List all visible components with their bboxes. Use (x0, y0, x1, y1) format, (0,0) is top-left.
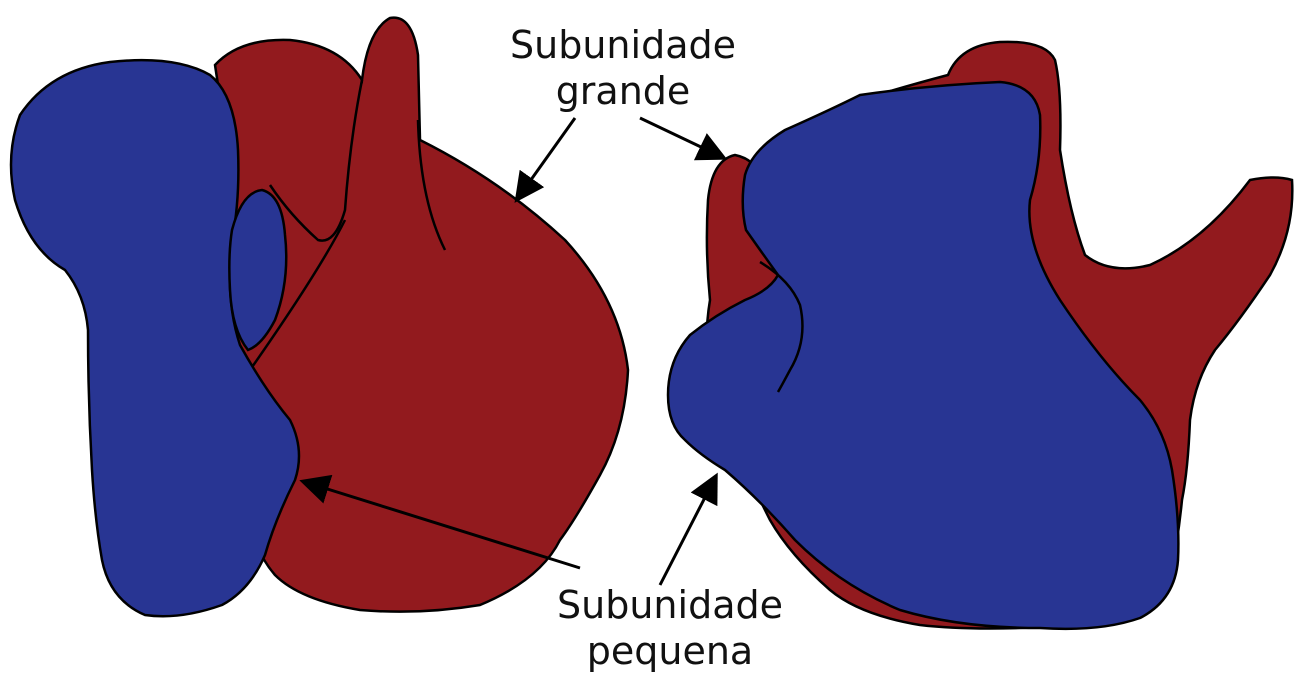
label-large-subunit-line1: Subunidade (508, 22, 738, 68)
label-small-subunit-line2: pequena (550, 628, 790, 674)
label-large-subunit: Subunidade grande (508, 22, 738, 114)
arrow-large-right (640, 118, 722, 157)
arrow-small-right (660, 478, 715, 585)
label-small-subunit-line1: Subunidade (550, 582, 790, 628)
arrow-large-left (518, 118, 575, 198)
label-small-subunit: Subunidade pequena (550, 582, 790, 674)
right-ribosome (668, 42, 1292, 629)
label-large-subunit-line2: grande (508, 68, 738, 114)
